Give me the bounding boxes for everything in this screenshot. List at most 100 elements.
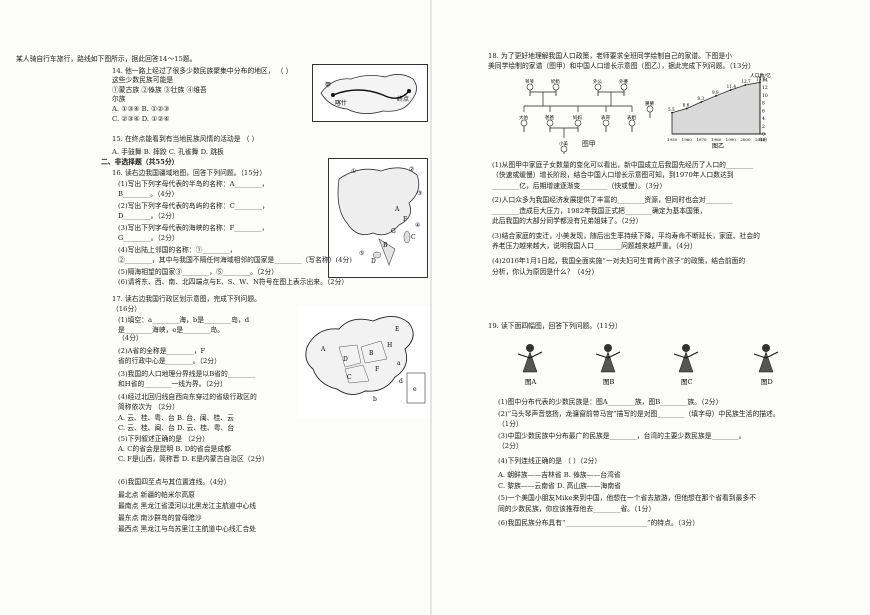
right-text-line: ________造成巨大压力，1982年我国正式把________确定为基本国策… [492,207,707,215]
left-text-line: 17. 读右边我国行政区划示意图，完成下列问题。 [112,295,261,303]
y-tick-label: 12 [762,85,768,91]
territory-label: F [403,216,407,223]
ethnic-figure-caption: 图B [603,378,615,386]
figure-head [604,344,612,352]
x-tick-label: 2000 [740,137,751,142]
family-member-label: 外公 [593,78,602,85]
left-text-line: 最北点 新疆的帕米尔高原 [118,491,195,499]
family-member-label: 爷爷 [525,78,534,85]
admin-label: D [343,356,348,363]
admin-map: A B C D E F H a b d e [298,306,430,418]
territory-label: ① [351,168,356,175]
left-text-line: A. C的省会是昆明 B. D的省会是成都 [118,445,231,453]
left-text-line: ②________，其中与我国不隔任何海域相邻的国家是________（写名称）… [118,256,352,264]
right-text-line: (4)下列连线正确的是 （ ）（2分） [498,457,602,465]
population-point [729,89,732,91]
admin-label: d [399,378,403,385]
population-point-label: 11.4 [727,84,737,89]
right-text-line: 19. 读下面四幅图，回答下列问题。（11分） [488,322,622,330]
ethnic-figure-caption: 图A [525,378,537,386]
left-text-line: (4)经过北回归线自西向东穿过的省级行政区的 [118,393,257,401]
family-tree-caption: 图甲 [582,140,596,148]
admin-label: F [375,366,379,373]
figure-arms [673,351,699,359]
family-member-label: 大伯 [519,114,528,121]
right-text-line: (3)中国少数民族中分布最广的民族是________，台湾的主要少数民族是___… [498,432,746,440]
left-text-line: (3)我国的人口地理分界线是以B省的________ [118,370,255,378]
y-tick-label: 6 [762,108,765,114]
left-text-line: 16. 读右边我国疆域地图，回答下列问题。（15分） [112,169,267,177]
right-text-line: （2分） [498,442,523,450]
left-text-line: 这些少数民族可能是 [112,76,174,84]
right-text-line: 此后我国的大部分同学都没有兄弟姐妹了。（2分） [492,217,643,225]
admin-label: A [320,346,326,353]
family-member-label: 妈妈 [573,114,582,121]
family-member: 表哥 [601,114,610,132]
ethnic-figure: 图A [517,344,543,386]
territory-label: C [411,234,416,241]
figure-head [762,344,770,352]
x-tick-label: 1960 [682,137,693,142]
family-member-label: 奶奶 [551,78,560,85]
family-member: 爷爷 [525,78,534,96]
left-text-line: （4分） [118,334,143,342]
population-point [685,107,688,110]
left-text-line: 最南点 黑龙江省漠河以北黑龙江主航道中心线 [118,502,257,510]
left-text-line: 简称依次为 （2分） [118,403,179,411]
population-point [759,81,761,84]
family-member: 小美 [559,140,568,154]
territory-label: ⑤ [359,250,364,257]
route-label: 终点 [397,95,409,103]
ethnic-figure-caption: 图D [761,378,773,386]
y-tick-label: 4 [762,116,765,122]
right-text-line: (6)我国民族分布具有“________________________”的特点… [498,519,700,527]
left-text-line: 15. 在终点能看到有当地民族风情的活动是 （ ） [112,135,259,143]
population-point-label: 12.7 [741,79,751,84]
left-text-line: A. ①③④ B. ①②③ [112,105,170,113]
family-tree-figure: 爷爷奶奶外公外婆大伯爸爸妈妈小美表哥表姐舅舅 [516,76,662,154]
y-tick-label: 0 [762,132,765,138]
right-text-line: ________亿，后期增速逐渐变________（快或慢）。（3分） [492,182,667,190]
left-text-line: 省的行政中心是________。（2分） [118,357,221,365]
left-text-line: A. 手鼓舞 B. 摔跤 C. 孔雀舞 D. 跳板 [112,148,224,156]
territory-label: ② [409,166,414,173]
left-text-line: (4)写出陆上邻国的名称：①________， [118,246,237,254]
route-label: 甲 [325,82,331,89]
right-page [432,0,870,615]
left-text-line: B________。（4分） [118,190,179,198]
right-text-line: A. 朝鲜族——吉林省 B. 傣族——台湾省 [498,471,621,479]
right-text-line: (1)从图甲中家庭子女数量的变化可以看出，新中国成立后我国先经历了人口的____… [492,161,754,169]
ethnic-figure: 图B [595,344,621,386]
population-point-label: 13.4 [756,76,766,81]
left-text-line: （16分） [112,305,142,313]
territory-label: A [394,206,400,213]
right-text-line: C. 黎族——云南省 D. 高山族——海南省 [498,482,621,490]
left-text-line: 是________海峡，e是________岛。 [118,326,224,334]
left-text-line: (6)我国四至点与其位置连线。（4分） [118,478,231,486]
left-text-line: (6)请将东、西、南、北四端点与E、S、W、N符号在图上表示出来。（2分） [118,278,349,286]
right-text-line: (3)结合家庭的变迁，小美发现，随后出生率持续下降，平均寿命不断延长，家庭、社会… [492,232,760,240]
right-text-line: (4)2016年1月1日起，我国全面实施“一对夫妇可生育两个孩子”的政策，结合前… [492,257,746,265]
family-member-label: 舅舅 [645,100,654,107]
family-member: 外公 [593,78,602,96]
left-text-line: 和H省的________一线为界。（2分） [118,380,227,388]
x-tick-label: 1990 [726,137,737,142]
family-member-label: 爸爸 [545,114,554,121]
population-chart-caption: 图乙 [712,143,724,150]
left-text-line: A. 云、桂、粤、台 B. 台、闽、桂、云 [118,414,234,422]
population-point [671,111,673,114]
y-axis-title: 人口数/亿 [750,72,771,79]
x-tick-label: 2010 [755,137,766,142]
left-text-line: C. F是山西，简称晋 D. E是内蒙古自治区（2分） [118,455,269,463]
population-point-label: 9.9 [712,90,719,95]
x-tick-label: 年份 [759,136,767,142]
ethnic-figure-caption: 图C [681,378,693,386]
right-text-line: (2)“马头琴声音悠扬，龙骧窗前带马宫”描写的是对图________（填字母）中… [498,410,780,418]
figure-arms [595,351,621,359]
population-point [715,94,717,97]
left-text-line: 14. 他一路上经过了很多少数民族聚集中分布的地区， （ ） [112,67,293,75]
figure-head [526,344,534,352]
left-text-line: 最西点 黑龙江与乌苏里江主航道中心线汇合处 [118,525,257,533]
left-text-line: (5)隔海相望的国家③________，⑤________。（2分） [118,268,279,276]
ethnic-figure: 图D [753,344,779,386]
